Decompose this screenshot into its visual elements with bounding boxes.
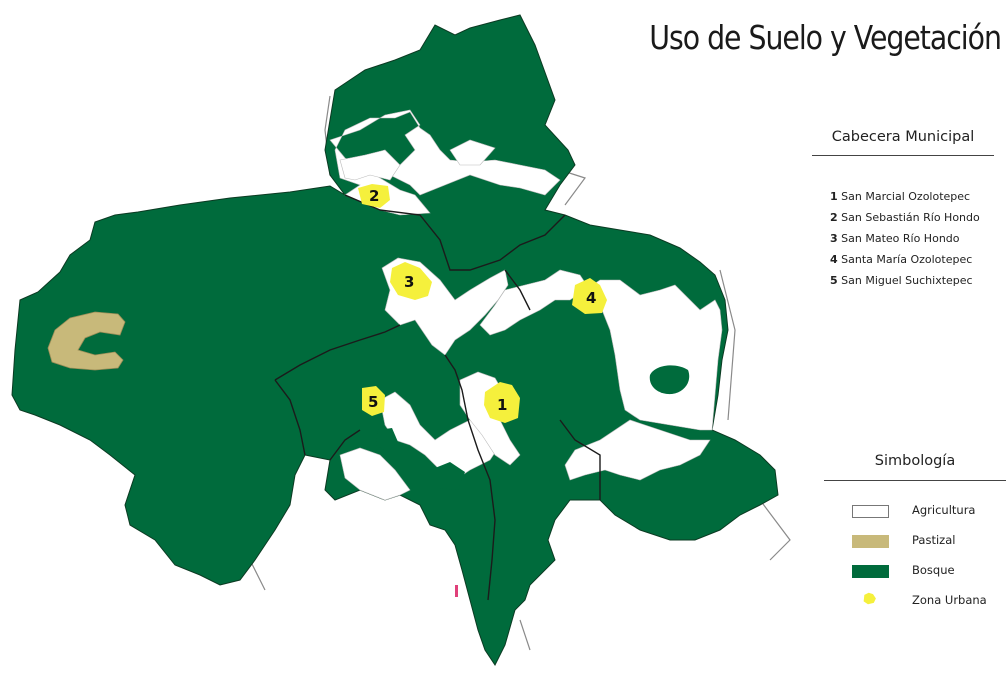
simbologia-heading: Simbología bbox=[874, 453, 956, 469]
urban-marker-2: 2 bbox=[358, 184, 390, 208]
cabecera-item-3: 3 San Mateo Río Hondo bbox=[830, 232, 960, 245]
bosque-islands bbox=[376, 365, 690, 490]
tan-rect-swatch-icon bbox=[852, 535, 889, 548]
pastizal-area bbox=[47, 311, 126, 371]
cabecera-item-5: 5 San Miguel Suchixtepec bbox=[830, 274, 973, 287]
svg-text:3: 3 bbox=[404, 273, 414, 291]
simbologia-rule bbox=[824, 480, 1006, 481]
svg-text:4: 4 bbox=[586, 289, 596, 307]
zona-urbana-markers: 1 2 3 4 5 bbox=[358, 184, 607, 423]
cabecera-heading: Cabecera Municipal bbox=[831, 129, 975, 145]
cabecera-rule bbox=[812, 155, 994, 156]
green-rect-swatch-icon bbox=[852, 565, 889, 578]
yellow-blob-swatch-icon bbox=[863, 592, 876, 605]
white-rect-swatch-icon bbox=[852, 505, 889, 518]
cabecera-item-1: 1 San Marcial Ozolotepec bbox=[830, 190, 971, 203]
svg-text:1: 1 bbox=[497, 396, 507, 414]
cabecera-item-4: 4 Santa María Ozolotepec bbox=[830, 253, 973, 266]
bosque-area bbox=[11, 14, 779, 666]
boundary-marker bbox=[455, 585, 458, 597]
cabecera-list: 1 San Marcial Ozolotepec 2 San Sebastián… bbox=[830, 186, 980, 291]
urban-marker-3: 3 bbox=[390, 262, 432, 300]
urban-marker-5: 5 bbox=[362, 386, 385, 416]
municipal-boundaries bbox=[274, 194, 601, 601]
map-title: Uso de Suelo y Vegetación bbox=[649, 18, 1002, 57]
svg-text:2: 2 bbox=[369, 187, 379, 205]
svg-text:5: 5 bbox=[368, 393, 378, 411]
cabecera-item-2: 2 San Sebastián Río Hondo bbox=[830, 211, 980, 224]
urban-marker-1: 1 bbox=[484, 382, 520, 423]
urban-marker-4: 4 bbox=[572, 278, 607, 314]
